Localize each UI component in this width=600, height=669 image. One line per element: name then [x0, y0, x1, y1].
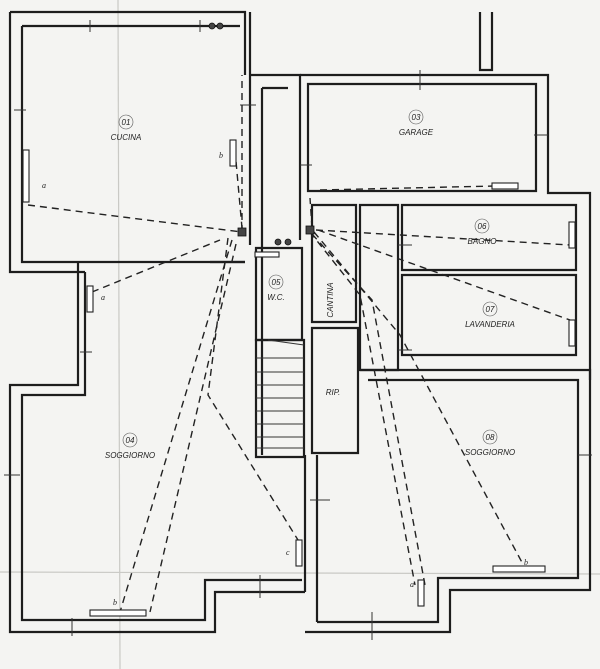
room-label-garage: 03 GARAGE [399, 109, 434, 137]
room-name: GARAGE [399, 128, 434, 137]
room-name: SOGGIORNO [465, 448, 515, 457]
radiator-letter: a [410, 580, 414, 589]
room-number: 05 [272, 278, 281, 287]
heating-pipes [27, 75, 571, 613]
room-name: BAGNO [468, 237, 497, 246]
radiator-letters: b a a b c a b [42, 151, 528, 607]
room-number: 03 [412, 113, 421, 122]
room-label-cucina: 01 CUCINA [111, 114, 142, 142]
radiator-letter: a [42, 181, 46, 190]
room-number: 07 [486, 305, 495, 314]
radiators [22, 139, 576, 617]
room-name: SOGGIORNO [105, 451, 155, 460]
room-number: 06 [478, 222, 487, 231]
room-label-soggiorno-04: 04 SOGGIORNO [105, 432, 155, 460]
radiator-letter: b [524, 558, 528, 567]
room-number: 08 [486, 433, 495, 442]
room-name-rip: RIP. [326, 388, 341, 397]
room-number: 04 [126, 436, 135, 445]
room-label-lavanderia: 07 LAVANDERIA [465, 301, 515, 329]
room-name-cantina: CANTINA [326, 282, 335, 317]
room-number: 01 [122, 118, 131, 127]
radiator-letter: b [113, 598, 117, 607]
room-label-wc: 05 W.C. [267, 274, 285, 302]
room-name: LAVANDERIA [465, 320, 515, 329]
radiator-letter: a [101, 293, 105, 302]
room-name: CUCINA [111, 133, 142, 142]
radiator-letter: b [219, 151, 223, 160]
radiator-letter: c [286, 548, 290, 557]
manifolds [208, 22, 315, 246]
room-label-bagno: 06 BAGNO [468, 218, 497, 246]
walls [8, 10, 592, 634]
room-label-soggiorno-08: 08 SOGGIORNO [465, 429, 515, 457]
staircase [256, 339, 305, 449]
room-name: W.C. [267, 293, 284, 302]
